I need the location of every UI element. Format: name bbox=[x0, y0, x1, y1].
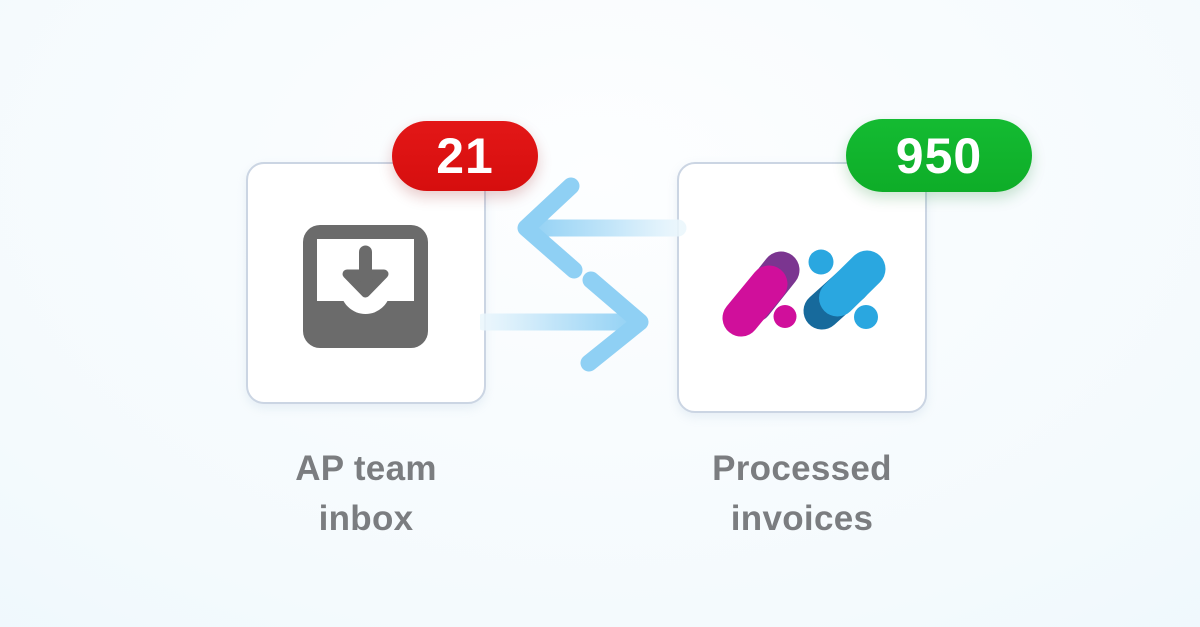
processed-invoices-label-line2: invoices bbox=[730, 499, 874, 538]
ap-inbox-label-line1: AP team bbox=[295, 449, 437, 488]
arrow-pointing-right bbox=[480, 271, 649, 372]
processed-invoices-label: Processed invoices bbox=[642, 444, 962, 544]
unread-count: 21 bbox=[436, 128, 494, 184]
ap-inbox-label: AP team inbox bbox=[206, 444, 526, 544]
arrow-pointing-left bbox=[517, 177, 687, 279]
ap-inbox-label-line2: inbox bbox=[318, 499, 414, 538]
inbox-download-icon bbox=[303, 225, 428, 348]
processed-invoices-card bbox=[677, 162, 927, 413]
unread-count-badge: 21 bbox=[392, 121, 538, 191]
exchange-arrows bbox=[480, 177, 687, 372]
processed-count: 950 bbox=[895, 127, 983, 184]
processed-count-badge: 950 bbox=[846, 119, 1032, 192]
processed-invoices-label-line1: Processed bbox=[712, 449, 892, 488]
brand-dots-logo bbox=[722, 249, 886, 337]
